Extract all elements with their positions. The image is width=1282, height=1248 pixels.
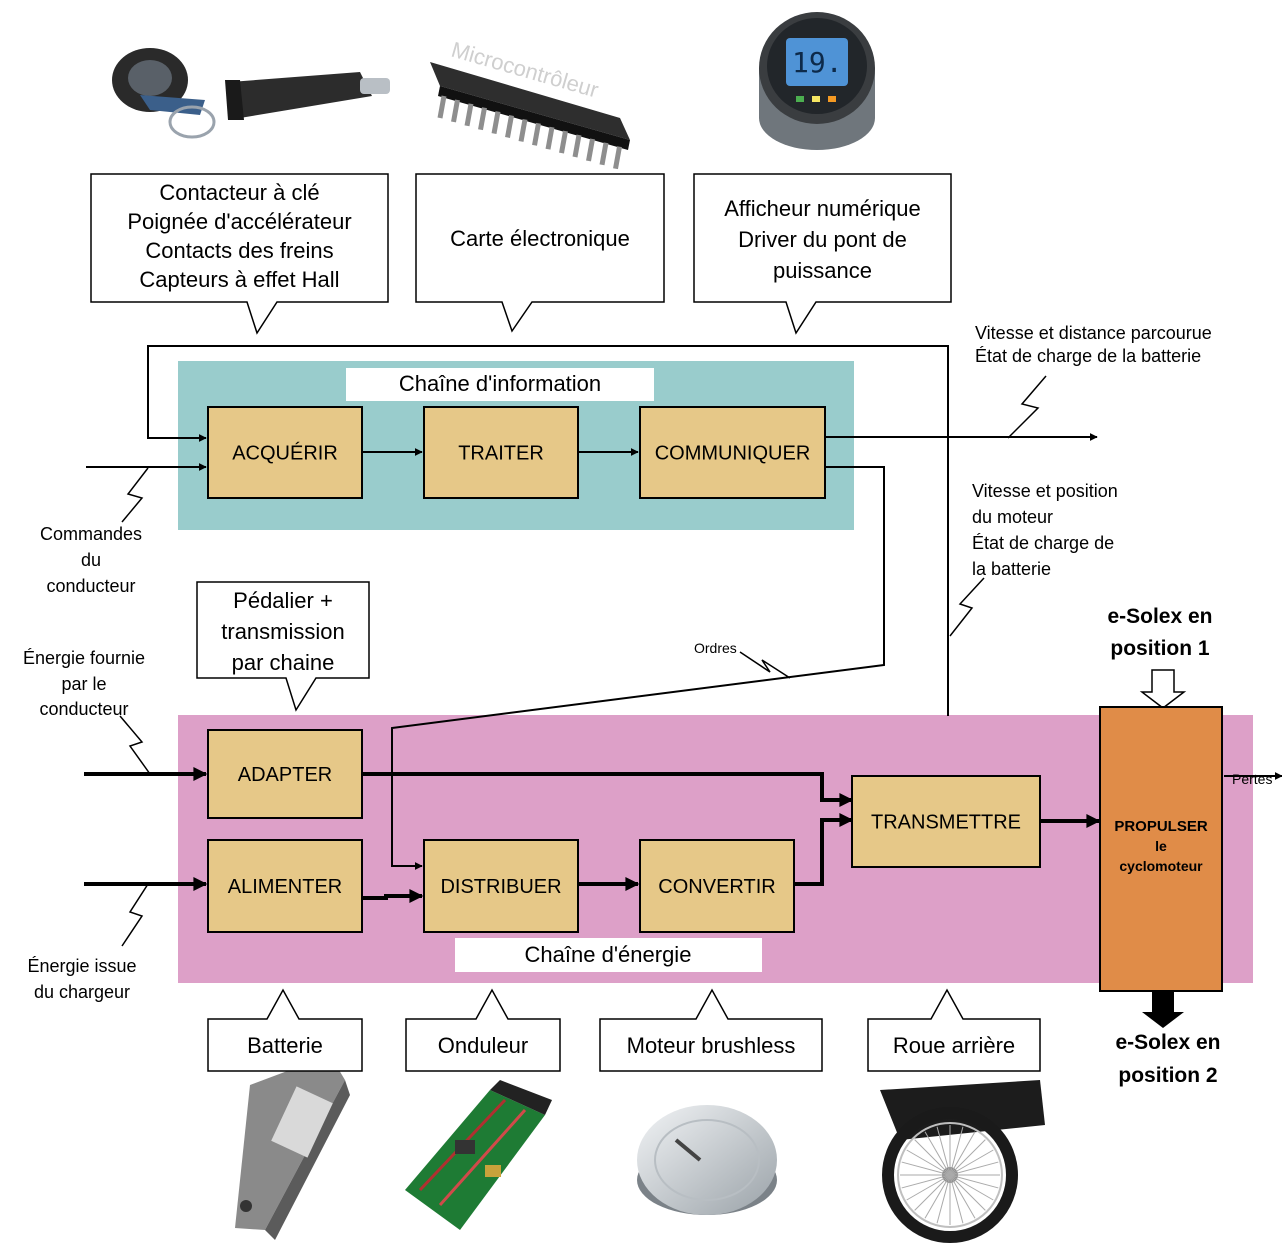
acquerir-block-box <box>207 406 363 499</box>
callout-motor-label: Moteur brushless <box>627 1033 796 1058</box>
distribuer-block-box <box>423 839 579 933</box>
callout-pedalier-line-3: par chaine <box>232 650 335 675</box>
position1-label-1: e-Solex en <box>1107 605 1212 628</box>
callout-sensors-line-1: Contacteur à clé <box>159 180 319 205</box>
motor-picture <box>637 1105 777 1215</box>
propulser-label-2: le <box>1155 838 1167 854</box>
convertir-block-box <box>639 839 795 933</box>
callout-inverter-bubble <box>405 988 561 1072</box>
traiter-block-box <box>423 406 579 499</box>
callout-sensors-line-2: Poignée d'accélérateur <box>127 209 351 234</box>
alimenter-block-box <box>207 839 363 933</box>
propulser-label-3: cyclomoteur <box>1119 858 1203 874</box>
transmettre-block: TRANSMETTRE <box>851 775 1041 868</box>
charger-energy-label-2: du chargeur <box>34 982 130 1002</box>
position2-label-1: e-Solex en <box>1115 1031 1220 1054</box>
callout-motor-bubble <box>599 988 823 1072</box>
driver-commands-label-3: conducteur <box>46 576 135 596</box>
driver-commands-label-2: du <box>81 550 101 570</box>
position1-arrow <box>1139 669 1187 709</box>
alimenter-block: ALIMENTER <box>207 839 363 933</box>
communiquer-block-box <box>639 406 826 499</box>
distribuer-block: DISTRIBUER <box>423 839 579 933</box>
traiter-block-label: TRAITER <box>458 443 544 465</box>
display-picture: 19. <box>759 12 875 150</box>
information-chain-title: Chaîne d'information <box>399 371 601 396</box>
pertes-label: Pertes <box>1232 771 1272 787</box>
callout-display-line-1: Afficheur numérique <box>724 196 921 221</box>
callout-wheel-label: Roue arrière <box>893 1033 1015 1058</box>
callout-display-line-3: puissance <box>773 258 872 283</box>
callout-board: Carte électronique <box>415 173 665 333</box>
wheel-picture <box>880 1080 1045 1243</box>
callout-inverter: Onduleur <box>405 988 561 1072</box>
adapter-block-box <box>207 729 363 819</box>
propulser-label-1: PROPULSER <box>1114 818 1208 835</box>
battery-picture <box>235 1055 350 1240</box>
inverter-picture <box>405 1080 552 1230</box>
ordres-label: Ordres <box>694 640 737 656</box>
communiquer-block: COMMUNIQUER <box>639 406 826 499</box>
driver-energy-label-2: par le <box>61 674 106 694</box>
callout-battery-bubble <box>207 988 363 1072</box>
motor-feedback-label-2: du moteur <box>972 507 1053 527</box>
driver-energy-label-3: conducteur <box>39 699 128 719</box>
callout-pedalier-bubble <box>196 581 370 712</box>
alimenter-block-label: ALIMENTER <box>228 876 342 898</box>
callout-wheel: Roue arrière <box>867 988 1041 1072</box>
driver-commands-label-1: Commandes <box>40 524 142 544</box>
callout-sensors-bubble <box>90 173 389 335</box>
display-reading: 19. <box>792 46 843 79</box>
driver-energy-label-1: Énergie fournie <box>23 648 145 668</box>
distribuer-block-label: DISTRIBUER <box>440 876 561 898</box>
charger-energy-label-1: Énergie issue <box>27 956 136 976</box>
energy-chain-title: Chaîne d'énergie <box>525 942 692 967</box>
convertir-block-label: CONVERTIR <box>658 876 775 898</box>
position2-label-2: position 2 <box>1118 1064 1217 1087</box>
callout-sensors-line-3: Contacts des freins <box>145 238 333 263</box>
convertir-block: CONVERTIR <box>639 839 795 933</box>
adapter-block-label: ADAPTER <box>238 764 332 786</box>
callout-board-bubble <box>415 173 665 333</box>
position2-arrow <box>1142 990 1184 1028</box>
transmettre-block-box <box>851 775 1041 868</box>
acquerir-block: ACQUÉRIR <box>207 406 363 499</box>
traiter-block: TRAITER <box>423 406 579 499</box>
callout-pedalier: Pédalier + transmission par chaine <box>196 581 370 712</box>
acquerir-block-label: ACQUÉRIR <box>232 442 338 465</box>
adapter-block: ADAPTER <box>207 729 363 819</box>
callout-display-line-2: Driver du pont de <box>738 227 907 252</box>
callout-wheel-bubble <box>867 988 1041 1072</box>
callout-motor: Moteur brushless <box>599 988 823 1072</box>
speed-distance-label-2: État de charge de la batterie <box>975 346 1201 366</box>
key-and-throttle-picture <box>112 48 390 139</box>
transmettre-block-label: TRANSMETTRE <box>871 812 1021 834</box>
speed-distance-label-1: Vitesse et distance parcourue <box>975 323 1212 343</box>
callout-sensors-line-4: Capteurs à effet Hall <box>139 267 339 292</box>
motor-feedback-label-4: la batterie <box>972 559 1051 579</box>
motor-feedback-label-1: Vitesse et position <box>972 481 1118 501</box>
callout-pedalier-line-2: transmission <box>221 619 344 644</box>
callout-inverter-label: Onduleur <box>438 1033 529 1058</box>
communiquer-block-label: COMMUNIQUER <box>655 443 811 465</box>
callout-battery-label: Batterie <box>247 1033 323 1058</box>
callout-board-line-1: Carte électronique <box>450 226 630 251</box>
callout-display-bubble <box>693 173 952 335</box>
callout-pedalier-line-1: Pédalier + <box>233 588 333 613</box>
motor-feedback-label-3: État de charge de <box>972 533 1114 553</box>
propulser-block <box>1099 706 1223 992</box>
callout-battery: Batterie <box>207 988 363 1072</box>
position1-label-2: position 1 <box>1110 637 1209 660</box>
microcontroller-picture: Microcontrôleur <box>430 37 630 170</box>
